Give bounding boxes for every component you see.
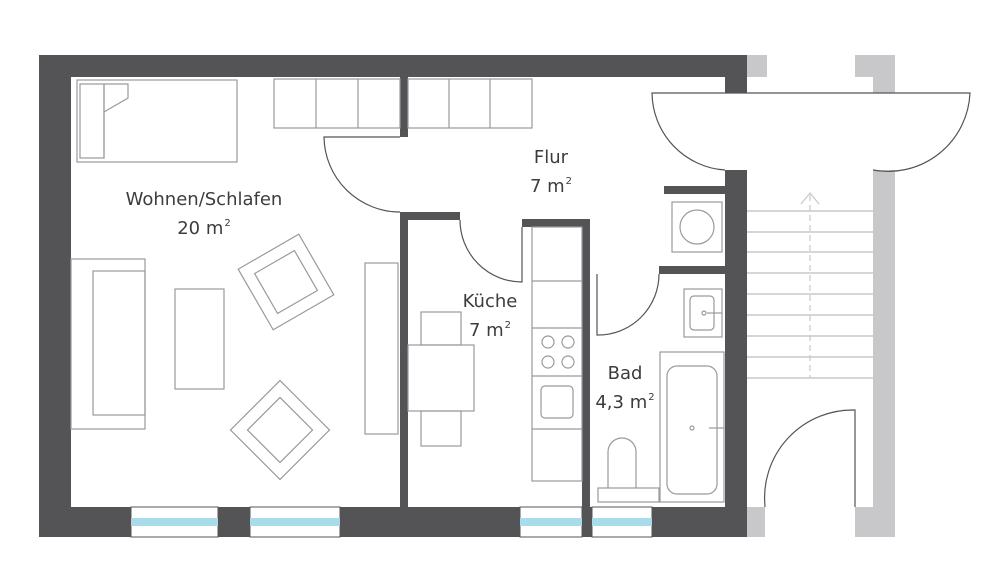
tv-sideboard	[364, 262, 399, 435]
wall-kueche-bad	[582, 219, 590, 507]
bed	[76, 79, 238, 163]
wall-wohnen-kueche	[400, 212, 408, 507]
stair-wall-right-bottom	[855, 507, 873, 537]
wall-right-lower	[725, 170, 747, 537]
stair-post-right	[855, 55, 895, 93]
door-entrance	[651, 92, 971, 172]
window-4-glass	[592, 518, 652, 526]
furniture	[70, 78, 725, 503]
door-stair	[763, 409, 856, 508]
stair-direction-arrow	[800, 192, 820, 378]
armchair-1	[237, 233, 335, 331]
outer-walls	[39, 55, 747, 537]
wall-bottom-left	[39, 507, 131, 537]
kitchen-counter	[531, 226, 583, 482]
window-3-glass	[520, 518, 582, 526]
wall-laundry-top	[664, 186, 725, 194]
room-name: Flur	[533, 147, 569, 168]
wall-bottom-pier-1	[218, 507, 250, 537]
wall-right-upper	[725, 55, 747, 93]
coffee-table	[174, 288, 225, 390]
wall-top	[39, 55, 747, 77]
room-name: Bad	[607, 363, 643, 384]
toilet	[597, 437, 660, 503]
wardrobe-left	[273, 78, 401, 129]
stair-post-left	[747, 55, 767, 77]
room-area: 4,3 m2	[595, 392, 655, 413]
wall-bottom-pier-2	[582, 507, 592, 537]
staircase	[747, 55, 895, 537]
room-area: 7 m2	[468, 320, 512, 341]
wall-wohnen-flur-upper	[400, 77, 408, 137]
window-1-glass	[131, 518, 218, 526]
sofa	[70, 258, 146, 430]
doors	[323, 92, 971, 508]
room-label-bad: Bad 4,3 m2	[580, 362, 670, 415]
bathtub	[659, 351, 725, 503]
door-wohnen	[323, 136, 401, 213]
windows	[130, 506, 653, 538]
wall-bottom-mid	[340, 507, 520, 537]
room-label-kueche: Küche 7 m2	[440, 290, 540, 343]
wall-kueche-top-left	[400, 212, 460, 220]
room-label-wohnen: Wohnen/Schlafen 20 m2	[104, 188, 304, 241]
door-kueche	[459, 219, 523, 283]
armchair-2	[229, 379, 331, 481]
window-2-glass	[250, 518, 340, 526]
dining-table	[407, 311, 475, 447]
room-label-flur: Flur 7 m2	[501, 146, 601, 199]
door-bad	[596, 273, 660, 336]
wardrobe-flur	[407, 78, 533, 129]
stair-wall-right	[873, 170, 895, 537]
room-name: Wohnen/Schlafen	[125, 189, 283, 210]
room-area: 20 m2	[177, 218, 231, 239]
room-area: 7 m2	[529, 176, 573, 197]
washing-machine	[671, 201, 723, 253]
stair-wall-left-bottom	[747, 507, 765, 537]
room-name: Küche	[462, 291, 518, 312]
wall-kueche-top-right	[522, 219, 587, 227]
wall-bad-top	[659, 266, 725, 274]
inner-walls	[400, 77, 725, 507]
wall-left	[39, 55, 71, 537]
sink	[683, 288, 723, 338]
